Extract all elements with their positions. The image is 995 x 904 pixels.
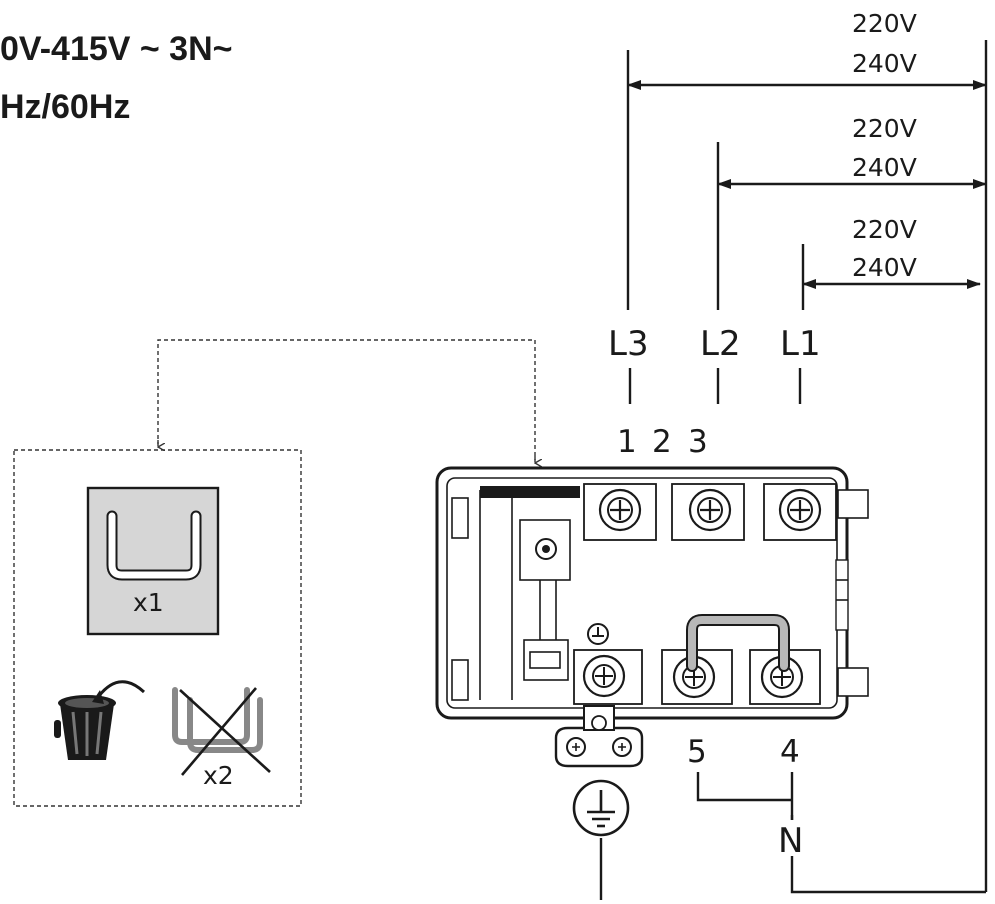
- keep-count: x1: [133, 588, 164, 617]
- neutral-connection: [696, 772, 794, 820]
- terminal-screw-3: [763, 483, 837, 541]
- terminal-number-3: 3: [688, 424, 708, 460]
- phase-label-l2: L2: [700, 324, 741, 364]
- voltage-span-l2: 220V 240V: [717, 114, 987, 189]
- discard-count: x2: [203, 761, 234, 790]
- earth-mark-icon: [587, 623, 609, 645]
- terminal-screw-1: [583, 483, 657, 541]
- terminal-number-2: 2: [652, 424, 672, 460]
- voltage-heading: 0V-415V ~ 3N~: [0, 30, 233, 68]
- voltage-span-l1: 220V 240V: [802, 215, 981, 289]
- frequency-heading: Hz/60Hz: [0, 88, 130, 126]
- terminal-block: [435, 466, 869, 720]
- trash-bin-icon: [54, 680, 146, 760]
- terminal-screw-5: [661, 649, 733, 705]
- terminal-screw-4: [749, 649, 821, 705]
- terminal-number-4: 4: [780, 734, 800, 770]
- voltage-bottom-l1: 240V: [852, 253, 917, 282]
- terminal-number-1: 1: [617, 424, 637, 460]
- crossed-bridges-icon: [172, 687, 271, 776]
- terminal-screw-earth: [573, 649, 643, 705]
- earth-clamp: [554, 705, 644, 768]
- neutral-label: N: [778, 821, 803, 861]
- dashed-reference-line: [158, 339, 535, 463]
- voltage-span-l3: 220V 240V: [627, 9, 987, 90]
- phase-label-l3: L3: [608, 324, 649, 364]
- phase-wires-upper: [626, 50, 805, 310]
- phase-label-l1: L1: [780, 324, 821, 364]
- voltage-bottom-l2: 240V: [852, 153, 917, 182]
- voltage-top-l3: 220V: [852, 9, 917, 38]
- voltage-top-l2: 220V: [852, 114, 917, 143]
- earth-symbol-icon: [572, 779, 630, 837]
- bridge-panel: x1 x2: [13, 449, 302, 807]
- terminal-screw-2: [671, 483, 745, 541]
- voltage-bottom-l3: 240V: [852, 49, 917, 78]
- phase-wires-lower: [628, 368, 802, 404]
- voltage-top-l1: 220V: [852, 215, 917, 244]
- terminal-number-5: 5: [687, 734, 707, 770]
